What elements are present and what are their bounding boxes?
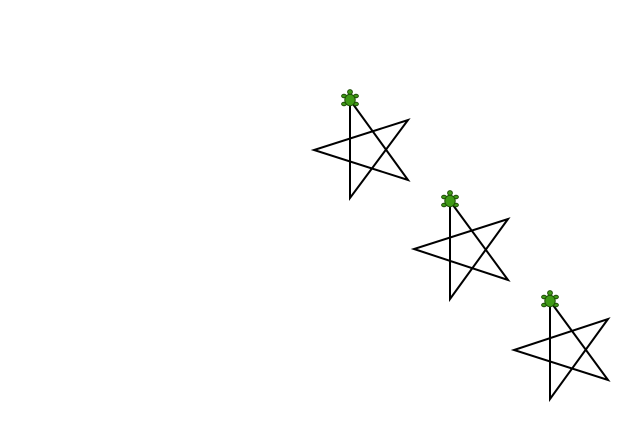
star-3 — [510, 290, 611, 403]
star-3-outline — [510, 300, 611, 403]
star-1 — [310, 89, 411, 202]
star-1-outline — [310, 99, 411, 202]
turtle-icon[interactable] — [341, 89, 359, 107]
star-2-outline — [410, 200, 511, 303]
turtle-icon[interactable] — [541, 290, 559, 308]
turtle-icon[interactable] — [441, 190, 459, 208]
star-2 — [410, 190, 511, 303]
